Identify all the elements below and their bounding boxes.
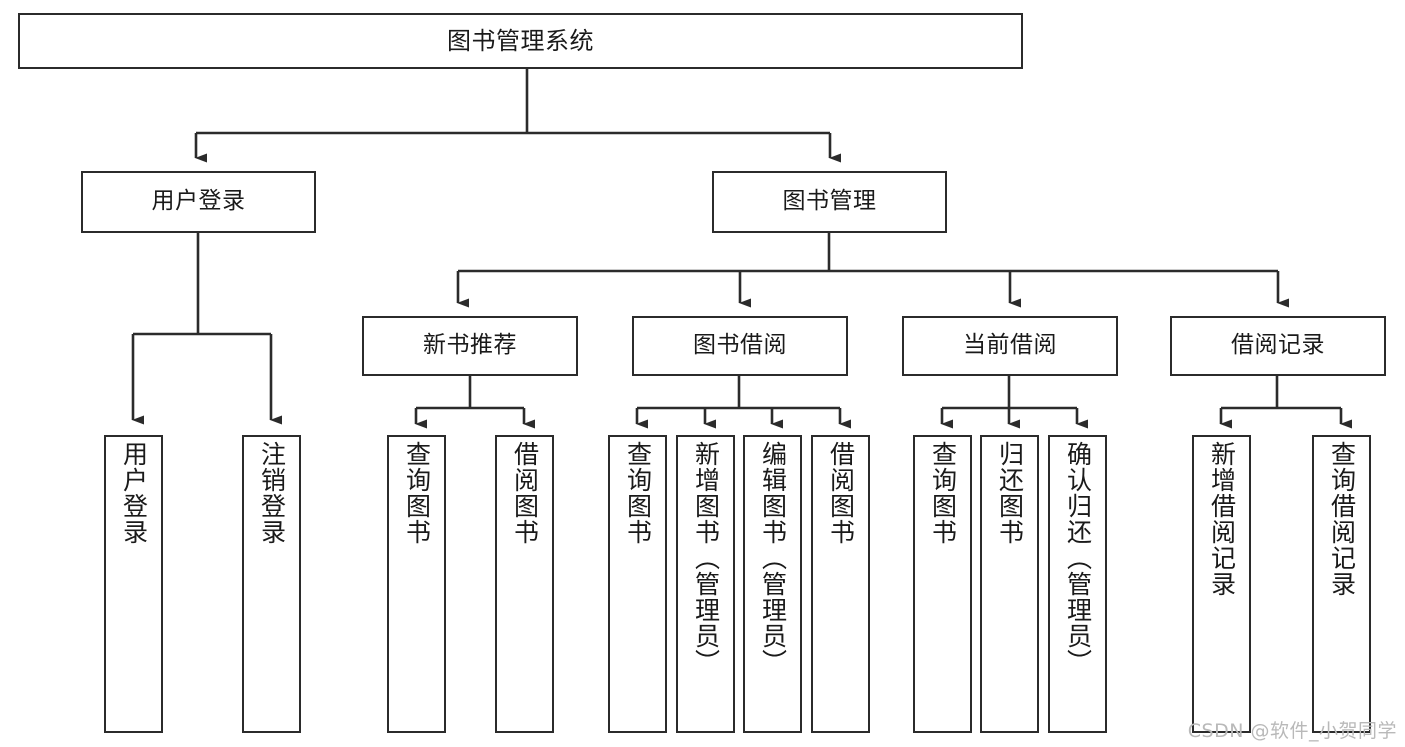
node-borrow-record[interactable]: 借阅记录 — [1170, 316, 1386, 376]
node-label: 借阅记录 — [1231, 332, 1325, 359]
node-new-book-recommend[interactable]: 新书推荐 — [362, 316, 578, 376]
node-label: 用户登录 — [119, 441, 149, 545]
node-book-borrow[interactable]: 图书借阅 — [632, 316, 848, 376]
node-label: 注销登录 — [257, 441, 287, 545]
node-current-borrow[interactable]: 当前借阅 — [902, 316, 1118, 376]
node-label: 图书管理 — [782, 188, 877, 215]
leaf-return-book[interactable]: 归还图书 — [980, 435, 1039, 733]
leaf-query-book-current[interactable]: 查询图书 — [913, 435, 972, 733]
leaf-borrow-book[interactable]: 借阅图书 — [811, 435, 870, 733]
leaf-confirm-return[interactable]: 确认归还（管理员） — [1048, 435, 1107, 733]
leaf-user-logout[interactable]: 注销登录 — [242, 435, 301, 733]
node-label: 确认归还（管理员） — [1063, 441, 1093, 675]
node-label: 查询借阅记录 — [1327, 441, 1357, 597]
node-label: 新增图书（管理员） — [691, 441, 721, 675]
node-label: 查询图书 — [928, 441, 958, 545]
leaf-query-book-recommend[interactable]: 查询图书 — [387, 435, 446, 733]
node-label: 查询图书 — [402, 441, 432, 545]
node-label: 查询图书 — [623, 441, 653, 545]
leaf-query-borrow-record[interactable]: 查询借阅记录 — [1312, 435, 1371, 733]
node-label: 图书管理系统 — [447, 26, 594, 55]
node-label: 借阅图书 — [510, 441, 540, 545]
node-label: 编辑图书（管理员） — [758, 441, 788, 675]
leaf-edit-book[interactable]: 编辑图书（管理员） — [743, 435, 802, 733]
leaf-borrow-book-recommend[interactable]: 借阅图书 — [495, 435, 554, 733]
node-label: 新增借阅记录 — [1207, 441, 1237, 597]
node-label: 用户登录 — [151, 188, 246, 215]
node-root-book-management-system[interactable]: 图书管理系统 — [18, 13, 1023, 69]
leaf-user-login[interactable]: 用户登录 — [104, 435, 163, 733]
node-user-login[interactable]: 用户登录 — [81, 171, 316, 233]
node-label: 图书借阅 — [693, 332, 787, 359]
leaf-query-book-borrow[interactable]: 查询图书 — [608, 435, 667, 733]
leaf-add-book[interactable]: 新增图书（管理员） — [676, 435, 735, 733]
node-label: 归还图书 — [995, 441, 1025, 545]
node-book-management[interactable]: 图书管理 — [712, 171, 947, 233]
node-label: 借阅图书 — [826, 441, 856, 545]
node-label: 当前借阅 — [963, 332, 1057, 359]
leaf-add-borrow-record[interactable]: 新增借阅记录 — [1192, 435, 1251, 733]
node-label: 新书推荐 — [423, 332, 517, 359]
